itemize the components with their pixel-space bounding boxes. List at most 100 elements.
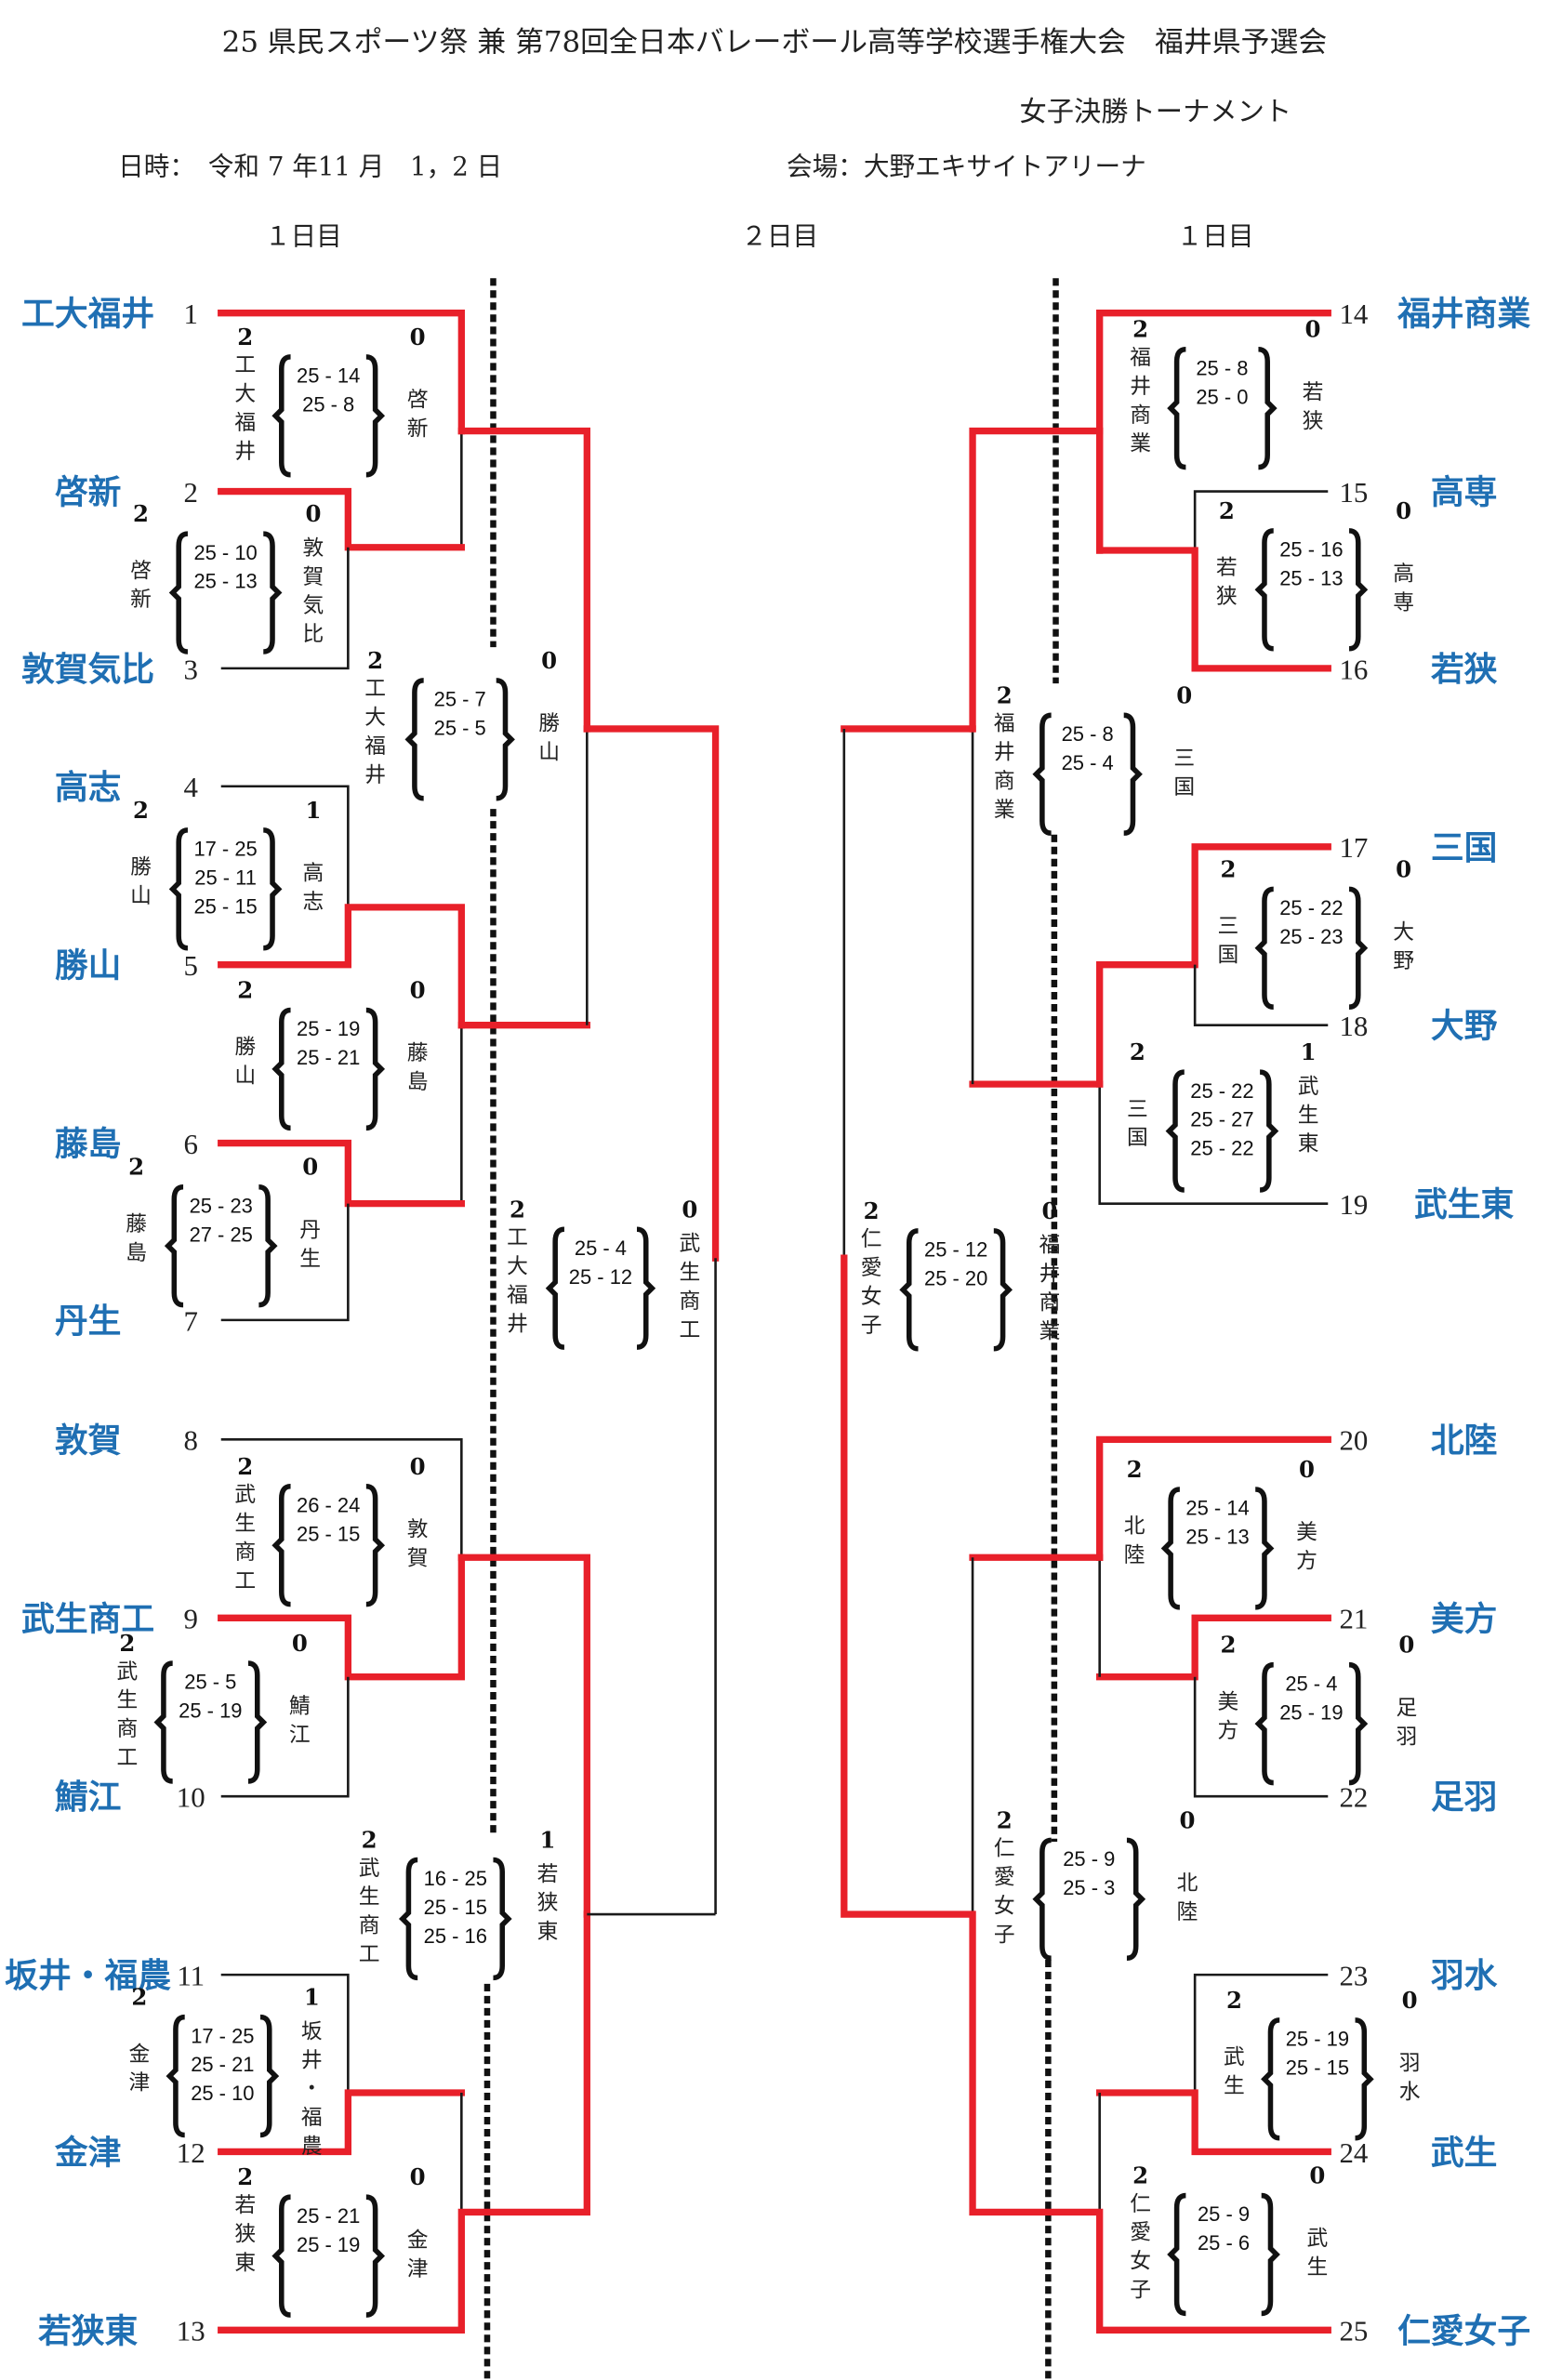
vertical-name-char: 生 [680, 1261, 701, 1285]
winner-name-vertical: 三国 [1127, 1097, 1148, 1150]
loser-set-count: 0 [682, 1196, 697, 1223]
vertical-name-char: 足 [1396, 1696, 1417, 1720]
vertical-name-char: 鯖 [289, 1695, 311, 1719]
winner-name-vertical: 武生商工 [116, 1659, 138, 1770]
team-name: 福井商業 [1397, 296, 1530, 334]
vertical-name-char: 賀 [303, 565, 324, 589]
team-name: 武生東 [1414, 1186, 1515, 1224]
winner-set-count: 2 [997, 1806, 1013, 1833]
winner-name-vertical: 金津 [129, 2043, 151, 2096]
event-date: 日時： 令和 7 年11 月 1，2 日 [118, 152, 502, 182]
day-dividers [483, 278, 1059, 2380]
vertical-name-char: 業 [1130, 432, 1151, 456]
set-score: 25 - 13 [193, 570, 257, 593]
left-brace-icon [168, 827, 189, 951]
winner-path [1096, 547, 1331, 672]
loser-set-count: 0 [302, 1154, 318, 1181]
bracket-path [1193, 1973, 1329, 2093]
left-brace-icon [404, 678, 424, 801]
vertical-name-char: 志 [303, 890, 324, 914]
loser-set-count: 0 [305, 500, 321, 527]
left-brace-icon [271, 1484, 291, 1607]
set-score: 25 - 16 [424, 1924, 487, 1948]
set-score: 25 - 8 [302, 392, 354, 416]
winner-name-vertical: 福井商業 [994, 712, 1015, 823]
loser-set-count: 0 [1180, 1806, 1196, 1833]
left-brace-icon [1167, 346, 1186, 470]
vertical-name-char: 敦 [303, 536, 324, 561]
team-seed: 25 [1339, 2315, 1368, 2347]
set-score: 25 - 20 [924, 1266, 987, 1289]
team-entry: 仁愛女子 25 [1339, 2312, 1530, 2350]
vertical-name-char: 商 [680, 1289, 701, 1314]
winner-name-vertical: 工大福井 [234, 353, 256, 464]
vertical-name-char: 山 [538, 740, 560, 764]
right-brace-icon [1259, 1069, 1279, 1193]
set-score: 25 - 22 [1190, 1079, 1253, 1103]
winner-name-vertical: 仁愛女子 [994, 1837, 1015, 1948]
set-score: 27 - 25 [190, 1223, 253, 1246]
vertical-name-char: 北 [1124, 1514, 1145, 1539]
winner-path [218, 1554, 465, 1681]
vertical-name-char: 福 [301, 2106, 323, 2130]
loser-name-vertical: 羽水 [1399, 2052, 1421, 2105]
vertical-name-char: 金 [129, 2043, 151, 2067]
set-score: 25 - 5 [184, 1671, 236, 1694]
team-name: 啓新 [55, 474, 122, 512]
vertical-name-char: 東 [537, 1920, 559, 1944]
left-brace-icon [271, 1007, 291, 1131]
winner-set-count: 2 [997, 681, 1013, 708]
vertical-name-char: 津 [407, 2257, 429, 2281]
vertical-name-char: 商 [1039, 1290, 1061, 1315]
vertical-name-char: 福 [994, 712, 1015, 736]
set-score: 25 - 21 [297, 1046, 360, 1069]
day-label-left: １日目 [265, 220, 342, 251]
vertical-name-char: 陸 [1177, 1900, 1198, 1924]
team-name: 敦賀気比 [21, 651, 154, 689]
set-score: 25 - 19 [1286, 2028, 1349, 2051]
right-brace-icon [1348, 886, 1369, 1010]
set-score: 17 - 25 [191, 2024, 254, 2047]
loser-name-vertical: 鯖江 [289, 1695, 311, 1748]
vertical-name-char: 生 [1298, 1104, 1319, 1128]
vertical-name-char: 愛 [1130, 2221, 1151, 2245]
winner-set-count: 2 [1220, 855, 1236, 882]
set-score: 25 - 4 [575, 1236, 627, 1260]
winner-path [1096, 1435, 1331, 1561]
set-score: 25 - 13 [1185, 1526, 1249, 1549]
vertical-name-char: 井 [234, 440, 256, 464]
loser-set-count: 0 [1299, 1456, 1315, 1483]
set-score: 25 - 8 [1062, 722, 1114, 746]
team-seed: 11 [177, 1960, 205, 1992]
set-score: 25 - 12 [924, 1238, 987, 1262]
winner-name-vertical: 若狭 [1216, 556, 1238, 609]
winner-name-vertical: 勝山 [130, 855, 152, 908]
vertical-name-char: 井 [301, 2048, 323, 2072]
right-brace-icon [1261, 2192, 1280, 2317]
set-score: 25 - 23 [1279, 925, 1343, 948]
set-score: 25 - 9 [1198, 2202, 1250, 2226]
set-score: 25 - 10 [191, 2082, 254, 2105]
loser-name-vertical: 武生 [1306, 2227, 1328, 2280]
team-name: 仁愛女子 [1397, 2312, 1530, 2350]
right-brace-icon [258, 1183, 278, 1308]
vertical-name-char: 勝 [538, 712, 560, 736]
vertical-name-char: 井 [994, 740, 1015, 764]
vertical-name-char: 女 [861, 1285, 882, 1309]
team-seed: 23 [1339, 1960, 1368, 1992]
day-label-center: ２日目 [741, 220, 818, 251]
